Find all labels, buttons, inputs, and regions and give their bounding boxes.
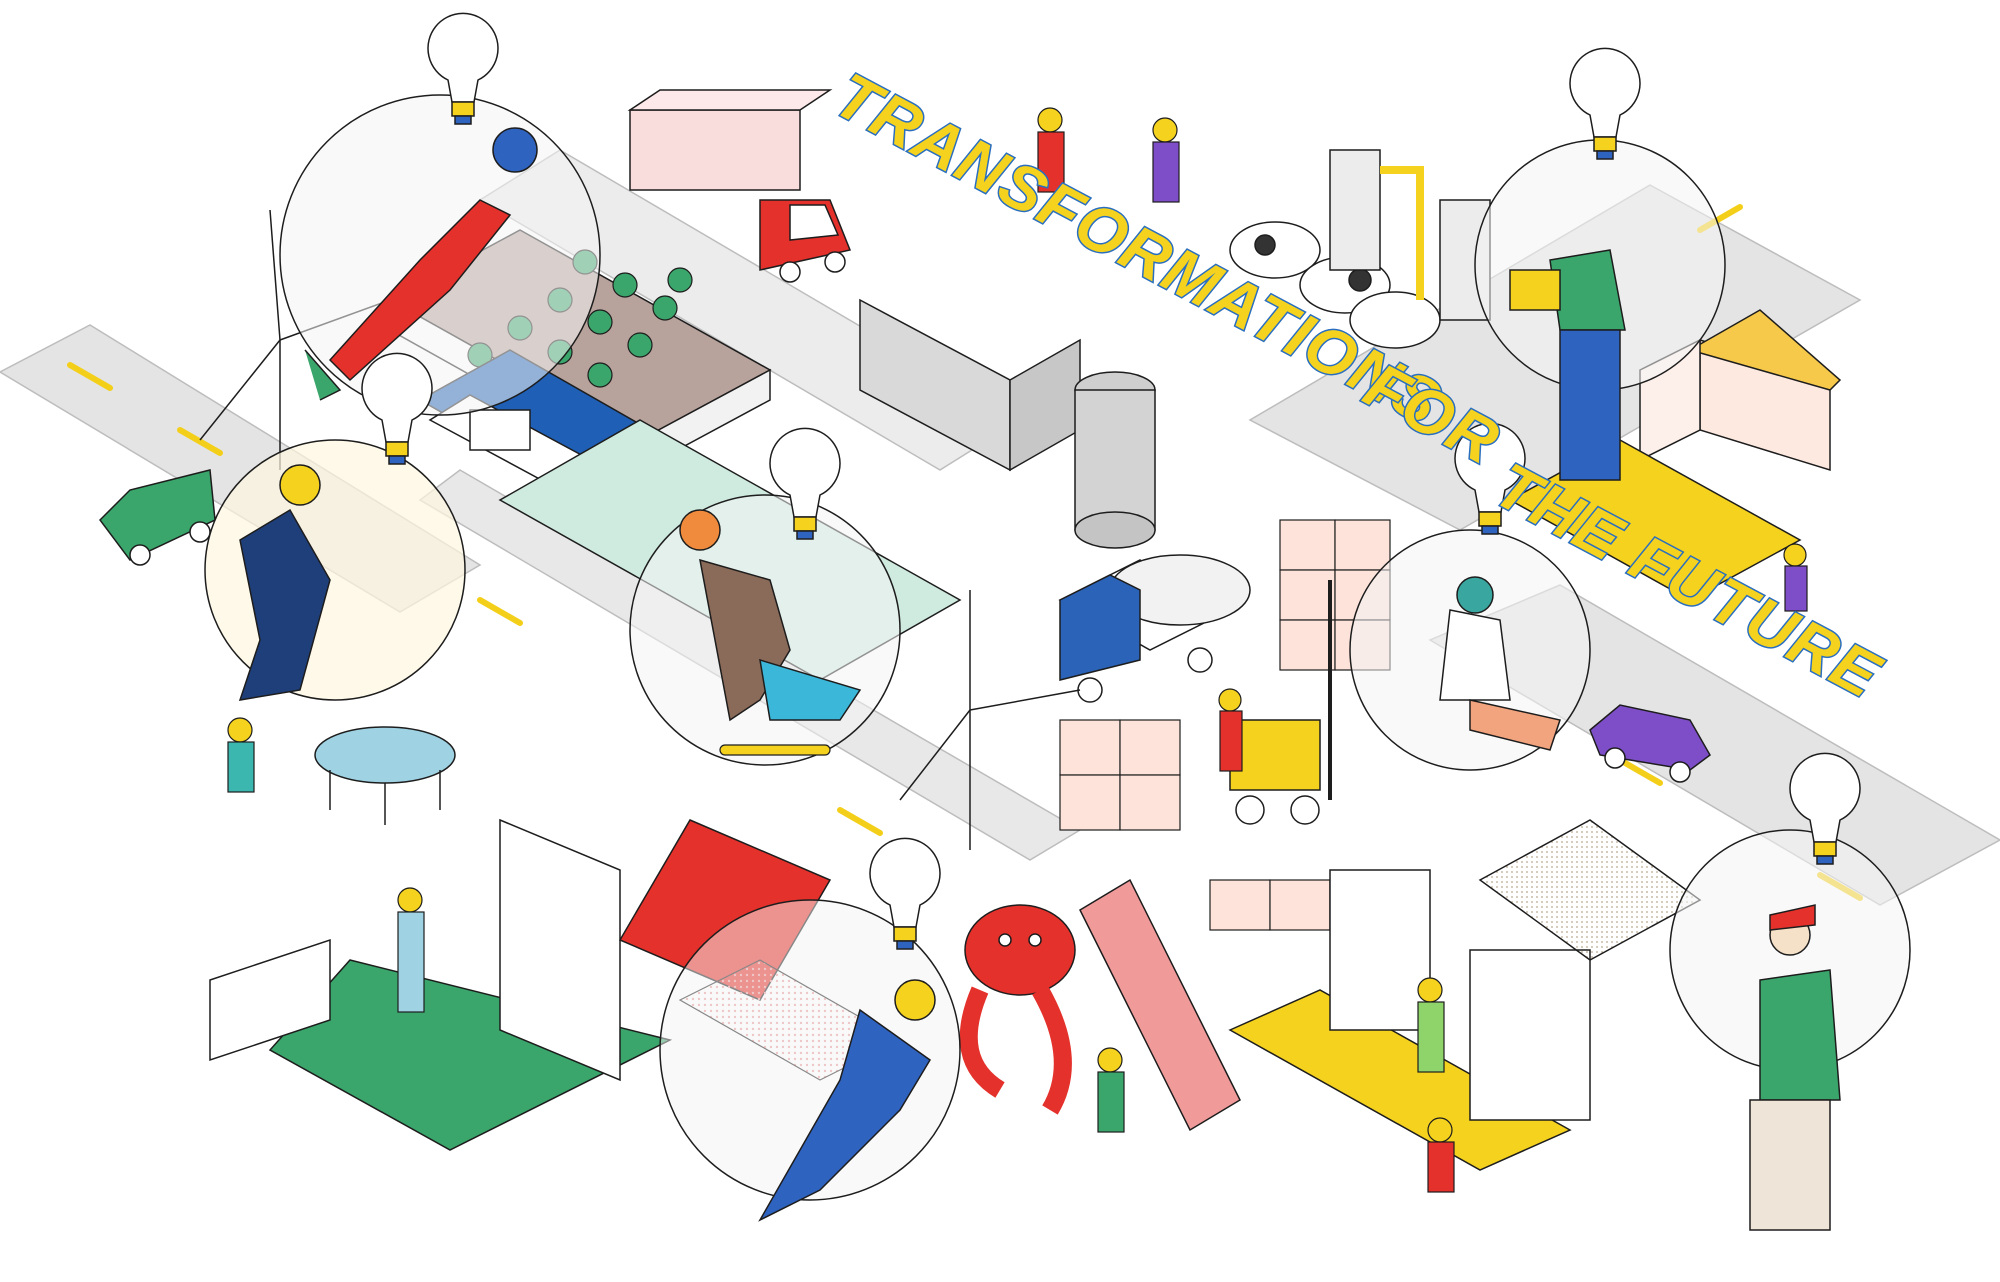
bubble-thinker <box>1349 529 1591 771</box>
red-truck <box>759 199 852 283</box>
green-van <box>99 469 216 566</box>
lightbulb-icon <box>361 352 433 465</box>
lightbulb-icon <box>1789 752 1861 865</box>
bubble-businessman <box>204 439 466 701</box>
bubble-red-flyer <box>279 94 601 416</box>
bubble-skateboarder <box>629 494 901 766</box>
bubble-binoculars <box>1669 829 1911 1231</box>
factory-gray <box>859 298 1156 549</box>
tanker-truck <box>1058 554 1251 703</box>
barn-cows <box>1229 221 1441 349</box>
lightbulb-icon <box>869 837 941 950</box>
shop-green-floor <box>209 818 673 1151</box>
lightbulb-icon <box>1569 47 1641 160</box>
road-lane-markings <box>67 204 1863 901</box>
bubble-runner <box>659 899 961 1222</box>
lightbulb-icons <box>361 12 1861 950</box>
lightbulb-icon <box>769 427 841 540</box>
bubble-woman-reader <box>1474 139 1726 481</box>
lightbulb-icon <box>427 12 499 125</box>
wind-turbine-center <box>899 590 1081 850</box>
lightbulb-icon <box>1454 422 1526 535</box>
forklift <box>1229 580 1332 825</box>
house <box>1639 309 1842 472</box>
background-people <box>227 107 1808 1193</box>
red-octopus <box>959 904 1076 1115</box>
office-desk <box>1228 869 1591 1171</box>
sandbox <box>1478 819 1702 961</box>
silos-pipes <box>1329 149 1491 321</box>
purple-car <box>1589 704 1711 783</box>
slide <box>1079 878 1241 1132</box>
pink-wall <box>627 89 833 191</box>
trampoline <box>314 726 456 825</box>
